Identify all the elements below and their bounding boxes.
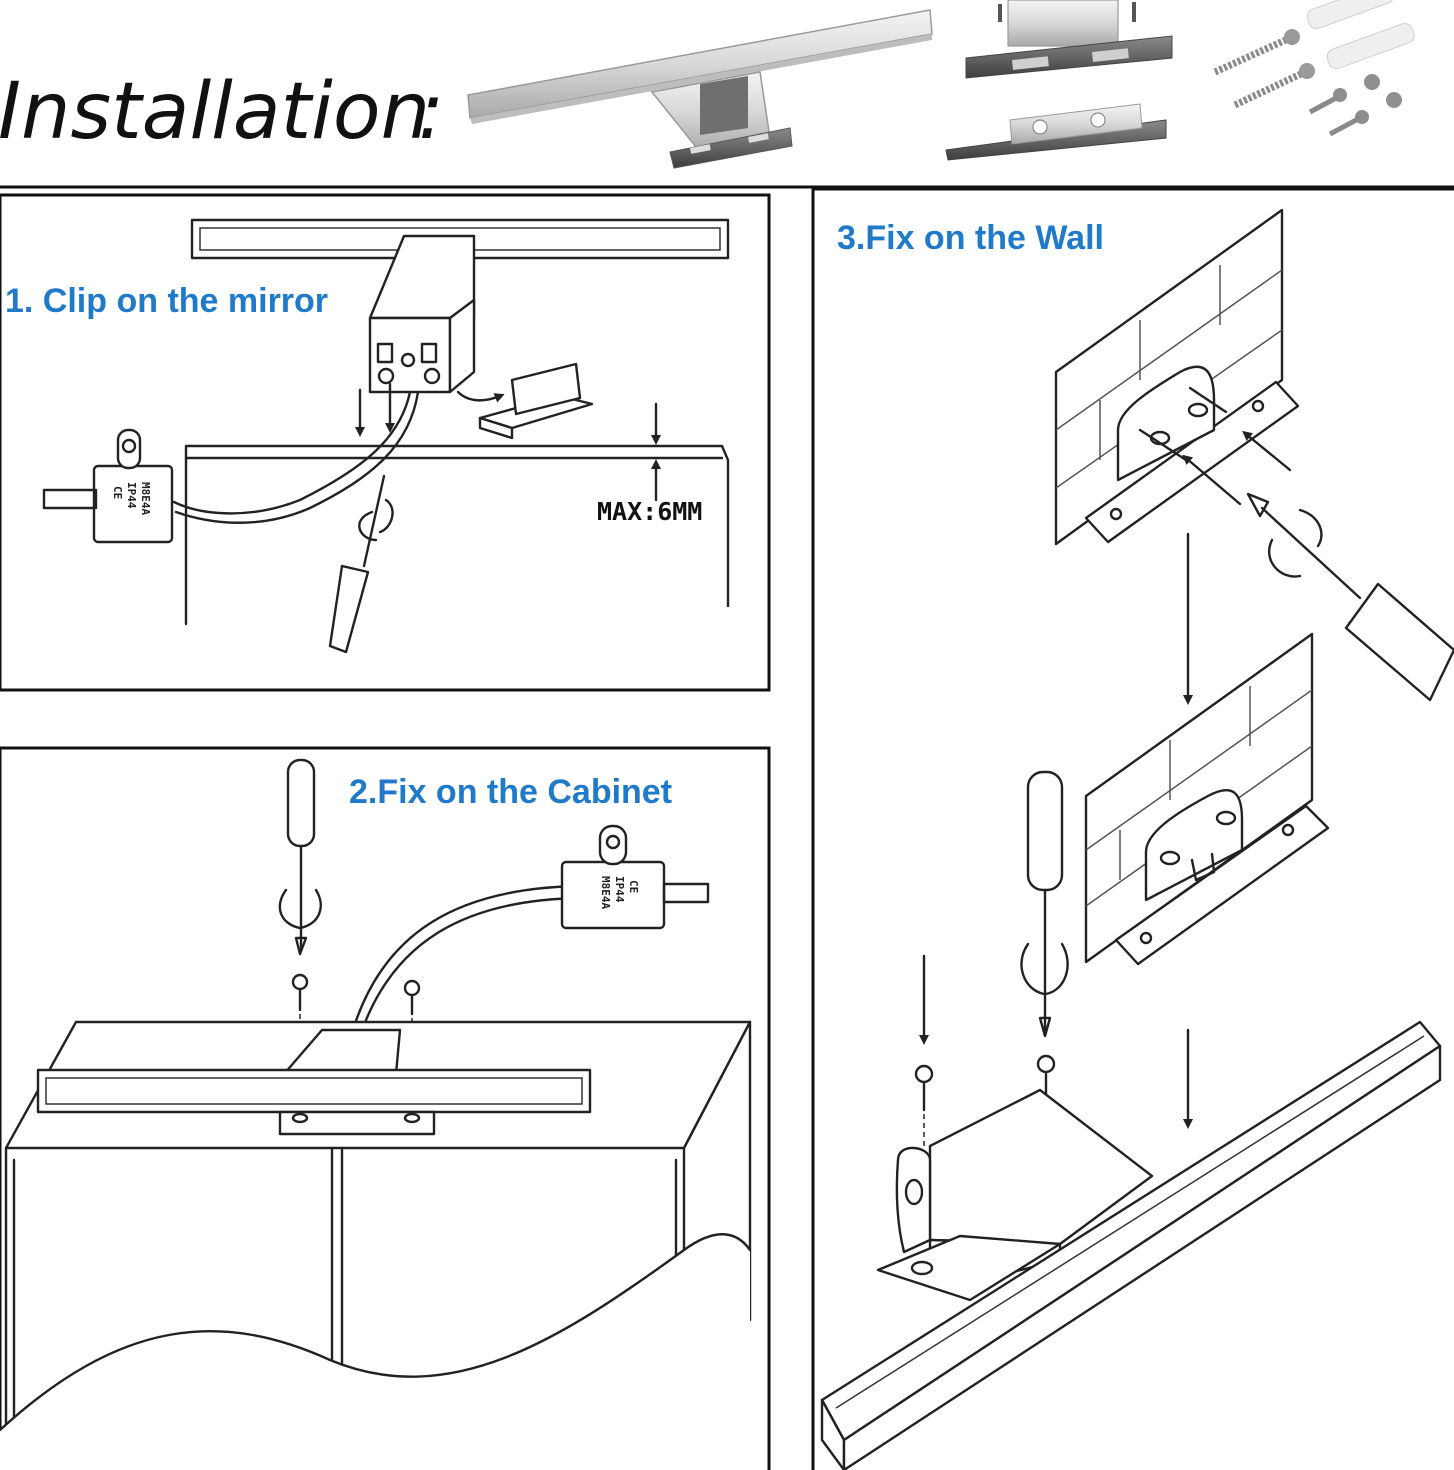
screwdriver-3b (1020, 770, 1069, 1038)
wall-lamp (820, 1020, 1442, 1470)
step-1-label: 1. Clip on the mirror (5, 282, 328, 320)
svg-text:IP44: IP44 (613, 876, 626, 903)
step-3-label: 3.Fix on the Wall (837, 219, 1104, 257)
driver-box-1: M8E4A IP44 CE (42, 428, 174, 544)
svg-text:M8E4A: M8E4A (139, 482, 152, 515)
page-title: Installation (0, 67, 430, 157)
product-lamp-image (467, 9, 933, 169)
wall-bracket-lower (1114, 789, 1330, 966)
panel-fix-on-wall: 3.Fix on the Wall (811, 187, 1454, 1470)
screwdriver-1 (328, 474, 394, 654)
header: Installation : (0, 0, 1454, 189)
product-bracket-image (945, 0, 1173, 161)
product-screws-image (1213, 0, 1415, 137)
mirror-clip-plate (456, 362, 594, 440)
wall-upper (1054, 208, 1284, 546)
step-2-label: 2.Fix on the Cabinet (349, 773, 672, 811)
svg-text:IP44: IP44 (125, 482, 138, 509)
cutaway-edge (0, 1234, 750, 1470)
panel-fix-on-cabinet: 2.Fix on the Cabinet M8E4A IP44 CE (0, 746, 771, 1470)
svg-text:M8E4A: M8E4A (599, 876, 612, 909)
mirror-max-thickness-note: MAX:6MM (597, 497, 702, 526)
driver-box-2: M8E4A IP44 CE (560, 824, 710, 930)
title-colon: : (418, 67, 444, 157)
screwdriver-2 (278, 758, 322, 956)
panel-clip-on-mirror: 1. Clip on the mirror MAX:6MM M8E4 (0, 193, 771, 692)
svg-text:CE: CE (627, 880, 640, 893)
svg-text:CE: CE (111, 486, 124, 499)
screwdriver-3a (1182, 430, 1454, 702)
cabinet-lamp (36, 1028, 592, 1136)
